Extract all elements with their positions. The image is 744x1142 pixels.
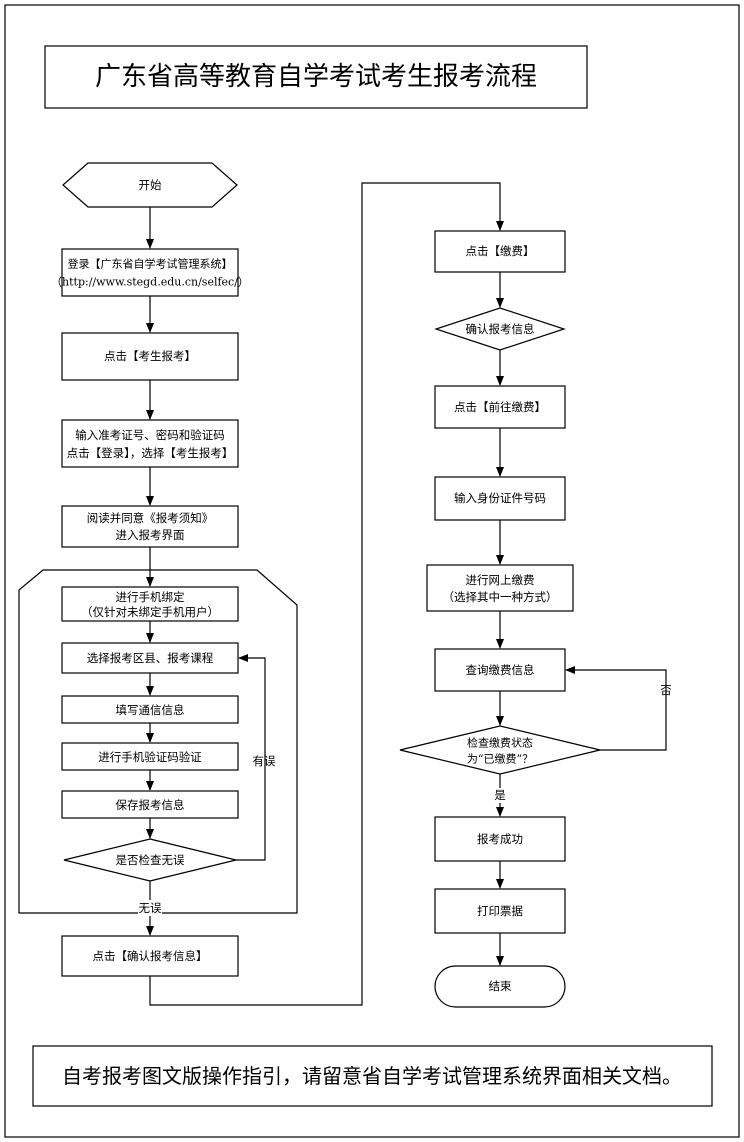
click-apply-label: 点击【考生报考】	[104, 349, 196, 363]
input-label-1: 输入准考证号、密码和验证码	[75, 428, 225, 442]
connector-left-to-right	[149, 182, 504, 1006]
input-label-2: 点击【登录】，选择【考生报考】	[67, 446, 234, 460]
save-info-label: 保存报考信息	[116, 798, 185, 812]
read-label-2: 进入报考界面	[116, 528, 185, 542]
footer-box	[32, 1045, 713, 1107]
goto-pay-label: 点击【前往缴费】	[454, 400, 546, 414]
input-id-label: 输入身份证件号码	[454, 491, 546, 505]
edge-label-no-error: 无误	[139, 901, 162, 915]
click-pay-box	[434, 230, 566, 273]
success-box	[434, 816, 566, 862]
loop-container	[18, 569, 298, 914]
confirm-info-box	[61, 935, 239, 977]
edge-label-yes: 是	[494, 788, 506, 802]
check-ok-label: 是否检查无误	[116, 853, 185, 867]
click-pay-label: 点击【缴费】	[466, 244, 535, 258]
fill-contact-label: 填写通信信息	[116, 703, 185, 717]
title-box	[44, 45, 588, 109]
check-status-label-2: 为“已缴费”？	[467, 752, 533, 766]
edge-label-has-error: 有误	[253, 754, 276, 768]
print-box	[434, 888, 566, 934]
confirm-diamond-label: 确认报考信息	[466, 322, 535, 336]
query-pay-label: 查询缴费信息	[466, 663, 535, 677]
success-label: 报考成功	[477, 832, 523, 846]
end-label: 结束	[489, 979, 512, 993]
page-title: 广东省高等教育自学考试考生报考流程	[95, 62, 537, 92]
bind-phone-box	[61, 586, 239, 622]
goto-pay-box	[434, 385, 566, 429]
edge-label-no: 否	[660, 683, 672, 697]
login-box	[61, 248, 239, 297]
arrow-no-loop	[565, 666, 667, 751]
login-label-2: （http://www.stegd.edu.cn/selfec/）	[51, 276, 249, 289]
input-id-box	[434, 476, 566, 521]
login-label-1: 登录【广东省自学考试管理系统】	[68, 257, 233, 271]
online-pay-box	[426, 564, 574, 612]
check-status-label-1: 检查缴费状态	[467, 736, 533, 750]
footer-note: 自考报考图文版操作指引，请留意省自学考试管理系统界面相关文档。	[62, 1064, 682, 1088]
start-label: 开始	[139, 178, 162, 192]
arrow-error-loop	[236, 654, 266, 861]
select-region-box	[61, 642, 239, 674]
start-node	[62, 162, 238, 208]
confirm-info-label: 点击【确认报考信息】	[93, 949, 208, 963]
bind-label-1: 进行手机绑定	[116, 590, 185, 604]
online-pay-label-1: 进行网上缴费	[466, 573, 535, 587]
edge-label-bg	[138, 900, 162, 916]
edge-label-yes-bg	[491, 788, 509, 803]
verify-sms-label: 进行手机验证码验证	[98, 750, 202, 764]
read-label-1: 阅读并同意《报考须知》	[87, 511, 214, 525]
bind-label-2: （仅针对未绑定手机用户）	[81, 605, 219, 619]
select-region-label: 选择报考区县、报考课程	[87, 651, 214, 665]
print-label: 打印票据	[477, 904, 523, 918]
save-info-box	[61, 790, 239, 819]
online-pay-label-2: （选择其中一种方式）	[443, 590, 558, 604]
read-notice-box	[61, 505, 239, 548]
end-node	[434, 965, 566, 1008]
